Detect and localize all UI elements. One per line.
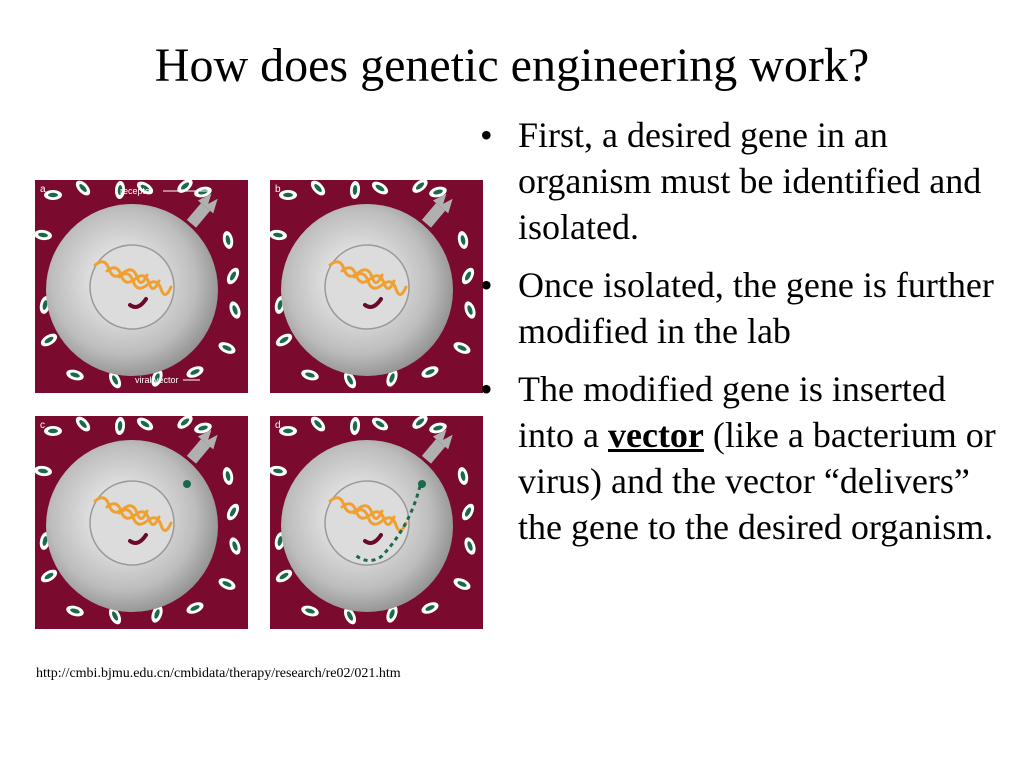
bullet-marker: • <box>480 369 493 409</box>
panel-letter: b <box>275 184 281 195</box>
figure-panel-b: b <box>270 180 483 393</box>
bullet-item: • Once isolated, the gene is further mod… <box>478 262 1008 354</box>
bullet-marker: • <box>480 115 493 155</box>
source-url[interactable]: http://cmbi.bjmu.edu.cn/cmbidata/therapy… <box>36 666 401 681</box>
bullet-text-post: (like a bacterium or virus) and the vect… <box>518 415 996 547</box>
bullet-item: • The modified gene is inserted into a v… <box>478 366 1008 550</box>
bullet-item: • First, a desired gene in an organism m… <box>478 112 1008 250</box>
figure-panel-c: c <box>35 416 248 629</box>
receptor-label: receptor <box>120 186 153 196</box>
slide-title: How does genetic engineering work? <box>154 39 870 92</box>
figure-panel-a: a receptor viral vector <box>35 180 248 393</box>
bullet-text: Once isolated, the gene is further modif… <box>518 265 994 351</box>
viral-vector-label: viral vector <box>135 375 179 385</box>
bullet-marker: • <box>480 265 493 305</box>
panel-illustration: b <box>270 180 483 393</box>
panel-illustration: a receptor viral vector <box>35 180 248 393</box>
figure-panel-d: d <box>270 416 483 629</box>
bullet-list: • First, a desired gene in an organism m… <box>478 112 1008 562</box>
panel-letter: c <box>40 420 45 431</box>
panel-illustration: d <box>270 416 483 629</box>
panel-letter: d <box>275 420 281 431</box>
bullet-text-pre: The modified gene is inserted into a <box>518 369 946 455</box>
panel-letter: a <box>40 184 46 195</box>
bullet-text: First, a desired gene in an organism mus… <box>518 115 982 247</box>
gene-therapy-figure: a receptor viral vector b c d <box>35 180 483 630</box>
vector-term: vector <box>607 415 704 455</box>
panel-illustration: c <box>35 416 248 629</box>
